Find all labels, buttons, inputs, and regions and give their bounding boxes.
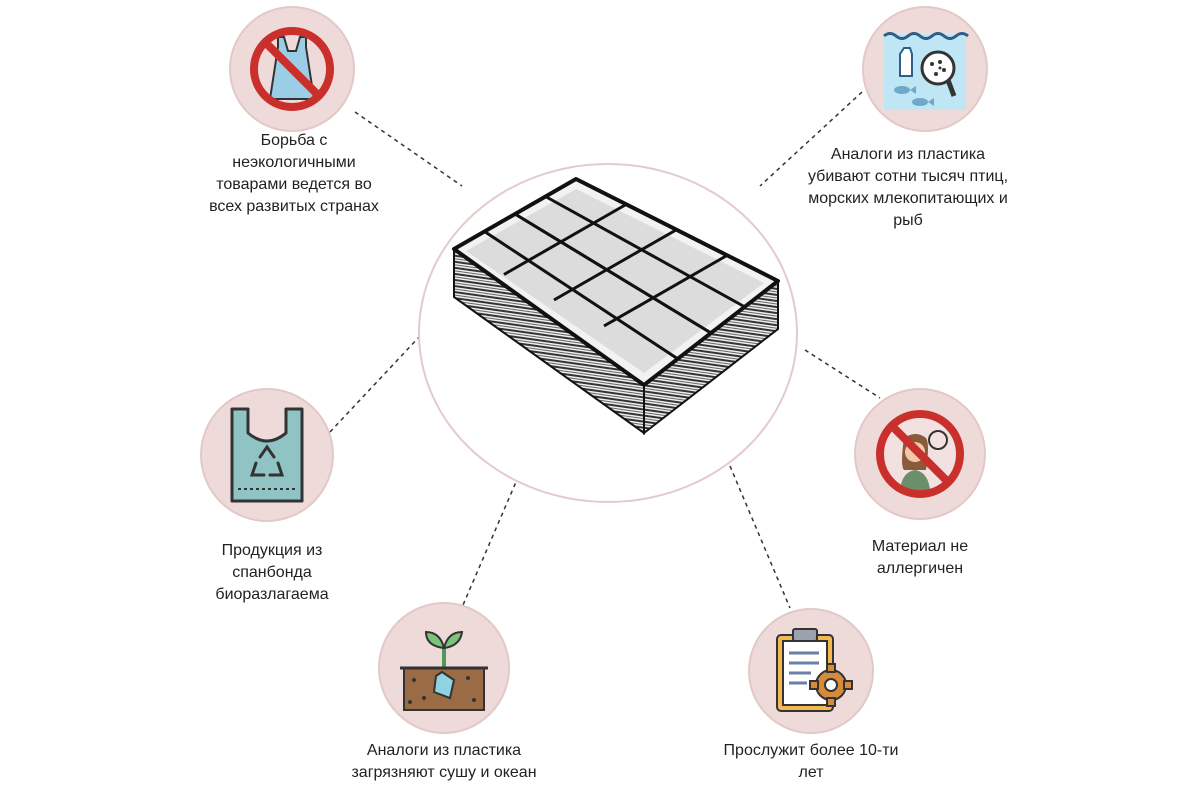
badge-no-plastic-bag	[229, 6, 355, 132]
connector-line	[759, 91, 863, 187]
feature-caption: Продукция из спанбонда биоразлагаема	[215, 542, 329, 603]
connector-line	[729, 465, 791, 609]
clipboard-gear-icon	[776, 628, 853, 712]
badge-soil-plastic	[378, 602, 510, 734]
feature-caption: Материал не аллергичен	[871, 538, 969, 577]
no-allergy-icon	[876, 410, 964, 498]
connector-line	[329, 335, 421, 433]
soil-plastic-sprout-icon	[400, 630, 488, 711]
badge-recycle-bag	[200, 388, 334, 522]
feature-caption: Аналоги из пластика убивают сотни тысяч …	[808, 146, 1009, 229]
feature-caption: Прослужит более 10-ти лет	[723, 742, 899, 781]
no-plastic-bag-icon	[250, 27, 334, 111]
organizer-box-icon	[452, 177, 780, 436]
product-circle	[418, 163, 798, 503]
feature-caption: Борьба с неэкологичными товарами ведется…	[209, 132, 379, 215]
connector-line	[804, 349, 881, 399]
feature-caption: Аналоги из пластика загрязняют сушу и ок…	[351, 742, 537, 781]
connector-line	[354, 111, 463, 187]
badge-clipboard-gear	[748, 608, 874, 734]
badge-ocean-microplastic	[862, 6, 988, 132]
ocean-microplastic-icon	[883, 32, 969, 110]
badge-no-allergy	[854, 388, 986, 520]
recycle-bag-icon	[230, 407, 304, 503]
